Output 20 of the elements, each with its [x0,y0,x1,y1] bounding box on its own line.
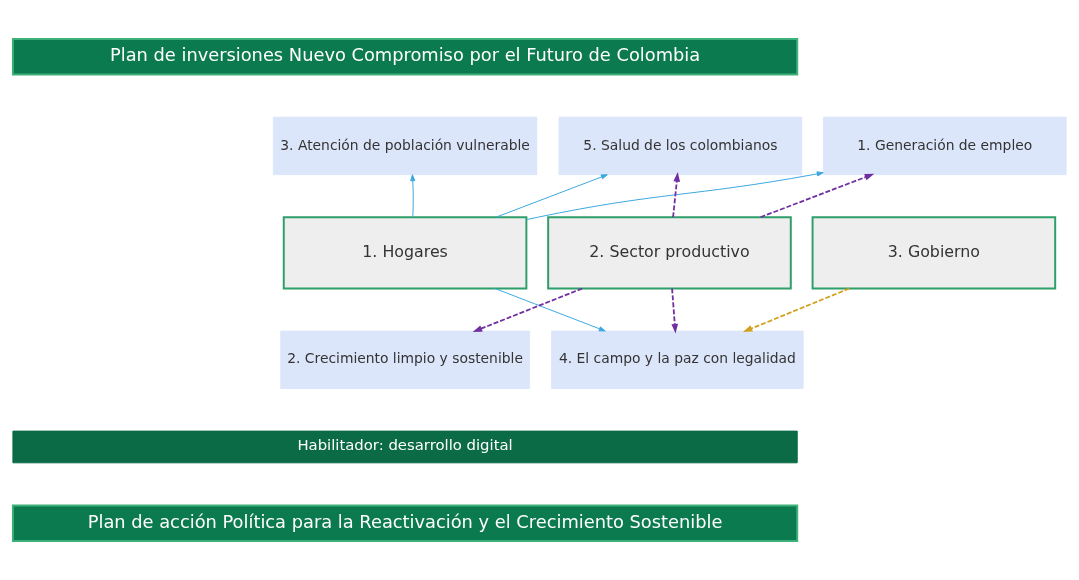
node-box: 2. Crecimiento limpio y sostenible [280,330,530,390]
node-box: 4. El campo y la paz con legalidad [551,330,804,390]
node-box: 1. Generación de empleo [822,116,1067,176]
node-box: 5. Salud de los colombianos [558,116,803,176]
node-box: Plan de inversiones Nuevo Compromiso por el Futuro de Colombia [11,37,799,76]
arrow [410,174,416,218]
node-box: Habilitador: desarrollo digital [12,430,798,464]
arrow [671,287,679,334]
node-box: 1. Hogares [282,216,528,290]
node-box: 3. Atención de población vulnerable [272,116,538,176]
arrow [759,173,875,218]
node-box: Plan de acción Política para la Reactivación y el Crecimiento Sostenible [11,504,799,543]
arrow [472,287,584,332]
arrow [672,172,681,218]
arrow [525,171,824,221]
arrow [742,287,851,333]
arrow [495,174,608,218]
arrow [494,288,606,332]
node-box: 3. Gobierno [811,216,1057,290]
node-box: 2. Sector productivo [547,216,792,290]
